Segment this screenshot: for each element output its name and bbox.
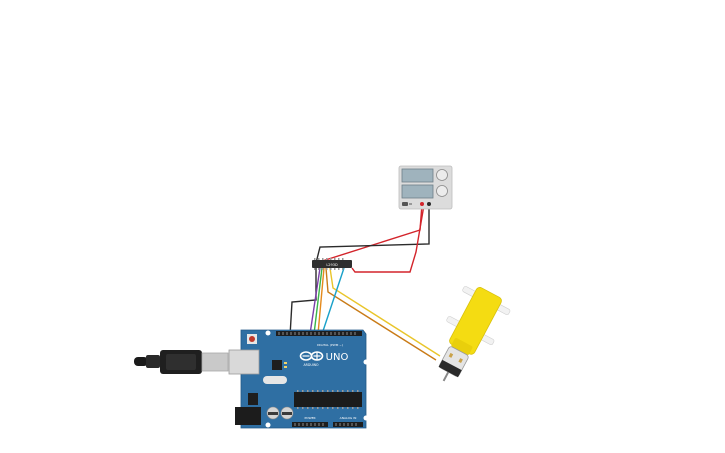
atmega-chip	[294, 392, 362, 407]
supply-knob-voltage[interactable]	[436, 169, 448, 181]
driver-label: L293D	[326, 263, 338, 267]
wire-orange-driver-arduino[interactable]	[317, 267, 325, 335]
supply-indicator	[409, 203, 412, 205]
wire-red-driver-supply-return[interactable]	[351, 204, 425, 273]
wires	[289, 203, 441, 361]
arduino-usb-port[interactable]	[228, 349, 260, 375]
supply-terminal-positive[interactable]	[420, 202, 424, 206]
motor-shaft	[442, 371, 450, 382]
power-label: POWER	[304, 416, 315, 420]
usb-cable[interactable]	[134, 350, 229, 374]
bottom-header-pins	[294, 423, 357, 426]
motor-gearbox-lip	[451, 338, 473, 355]
wire-black-driver-gnd[interactable]	[289, 268, 317, 337]
motor-terminal-2[interactable]	[458, 358, 463, 364]
arduino-power-jack[interactable]	[235, 407, 261, 425]
motor-terminal-1[interactable]	[448, 352, 454, 358]
analog-label: ANALOG IN	[340, 416, 357, 420]
supply-knob-current[interactable]	[436, 185, 448, 197]
wire-green-driver-arduino[interactable]	[313, 267, 323, 335]
wire-yellow-driver-motor[interactable]	[329, 267, 441, 357]
reset-button-cap	[249, 336, 255, 342]
digital-label: DIGITAL (PWM ~)	[317, 343, 343, 347]
supply-display-current	[401, 184, 434, 199]
usb-chip	[272, 360, 282, 370]
supply-power-switch[interactable]	[402, 202, 408, 206]
wire-cyan-driver-arduino[interactable]	[321, 267, 345, 335]
led-rx	[284, 366, 287, 368]
brand-label: ARDUINO	[303, 363, 319, 367]
motor-endcap	[438, 359, 462, 378]
wire-purple-driver-arduino[interactable]	[309, 267, 321, 335]
usb-plug-metal	[201, 352, 229, 372]
wire-red-supply-driver[interactable]	[315, 203, 423, 264]
led-tx	[284, 362, 287, 364]
mounting-hole	[363, 415, 369, 421]
voltage-regulator	[248, 393, 258, 405]
wire-orange-driver-motor[interactable]	[325, 267, 437, 361]
crystal	[263, 376, 287, 384]
arduino-uno[interactable]: DIGITAL (PWM ~) UNO ARDUINO	[228, 329, 369, 429]
supply-display-voltage	[401, 168, 434, 183]
driver-pins	[314, 258, 344, 270]
mounting-hole	[363, 359, 369, 365]
atmega-pins	[297, 390, 359, 409]
arduino-logo	[299, 351, 324, 361]
power-supply[interactable]	[398, 165, 453, 210]
mounting-hole	[265, 422, 271, 428]
supply-terminal-negative[interactable]	[427, 202, 431, 206]
motor-driver-ic[interactable]: L293D	[312, 258, 352, 270]
gear-motor[interactable]	[421, 280, 514, 393]
wire-black-supply-driver[interactable]	[315, 204, 430, 264]
uno-label: UNO	[326, 352, 349, 363]
digital-header-pins	[278, 332, 356, 335]
mounting-hole	[265, 330, 271, 336]
